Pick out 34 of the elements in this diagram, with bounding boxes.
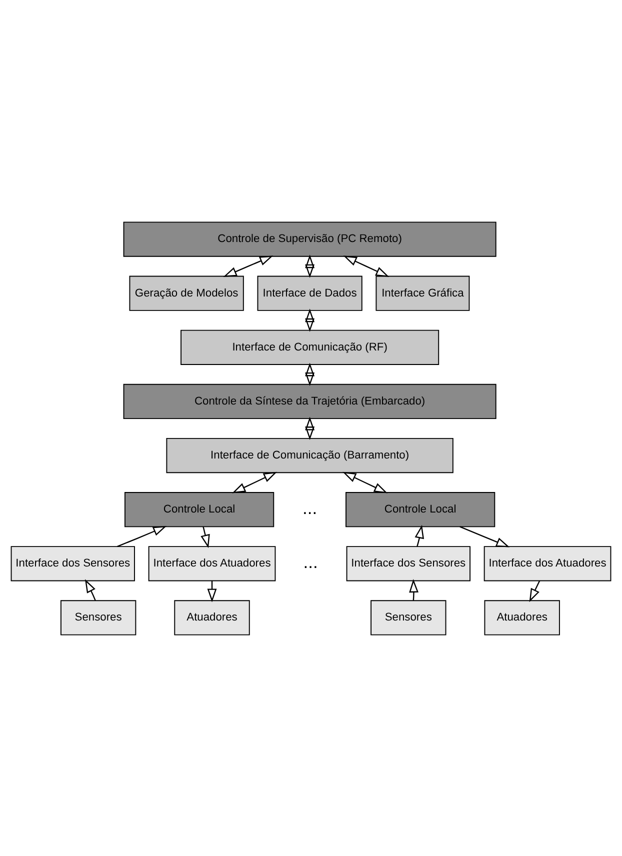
node-box: Interface dos Sensores: [346, 546, 470, 581]
node-box: Controle de Supervisão (PC Remoto): [123, 221, 496, 256]
arrow: [343, 255, 390, 276]
node-box: Interface de Comunicação (RF): [180, 329, 440, 364]
arrow: [342, 471, 388, 493]
node-box: Controle da Síntese da Trajetória (Embarcado): [123, 383, 496, 419]
node-box: Interface dos Atuadores: [148, 546, 276, 581]
arrow: [305, 362, 315, 386]
node-box: Geração de Modelos: [129, 275, 244, 310]
node-box: Atuadores: [174, 600, 250, 635]
node-box: Interface dos Atuadores: [484, 546, 612, 581]
label: ...: [303, 552, 318, 572]
arrow: [223, 255, 274, 276]
arrow: [232, 471, 278, 493]
node-box: Interface de Comunicação (Barramento): [166, 437, 454, 473]
arrow: [84, 578, 96, 600]
arrow: [460, 526, 510, 547]
arrow: [305, 416, 315, 440]
node-box: Interface de Dados: [257, 275, 362, 310]
arrow: [305, 308, 315, 332]
node-box: Sensores: [60, 600, 136, 635]
node-box: Controle Local: [124, 492, 274, 527]
node-box: Interface dos Sensores: [10, 546, 135, 581]
node-box: Interface Gráfica: [376, 275, 470, 310]
arrow: [414, 524, 424, 546]
node-box: Sensores: [370, 600, 446, 635]
arrow: [116, 526, 167, 547]
node-box: Atuadores: [484, 600, 560, 635]
arrow: [305, 254, 315, 278]
arrow: [409, 578, 418, 600]
arrow: [529, 580, 540, 602]
arrow: [200, 526, 210, 548]
node-box: Controle Local: [346, 492, 496, 527]
label: ...: [302, 498, 318, 518]
